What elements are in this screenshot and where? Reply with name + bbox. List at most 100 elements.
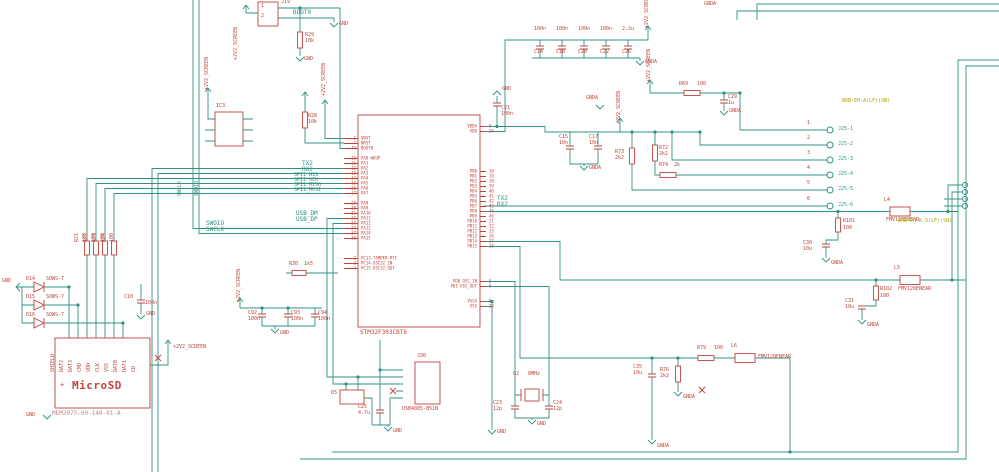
cap-c22-ref: C22 [600,49,610,55]
resistor-r102[interactable] [873,285,879,301]
wire-j26 [944,184,962,280]
cap-c20-ref: C20 [578,49,588,55]
microsd-body[interactable] [54,337,151,409]
ferrite-l4[interactable] [889,206,911,217]
gnda-label: GNDA [586,95,599,101]
resistor-r76[interactable] [675,365,681,383]
resistor-r29[interactable] [297,31,303,49]
resistor-r72-ref: R72 [659,145,669,151]
j26-pin[interactable] [962,196,968,202]
j26-pin[interactable] [962,182,968,188]
cap-c92-value: 100n [248,316,261,322]
usb-esd-body[interactable] [339,389,365,405]
diode-d15[interactable] [33,299,46,311]
mcu-value: STM32F303CBT6 [360,329,407,336]
resistor-r79-value: 100 [714,345,724,351]
resistor-r28-value: 10k [308,119,318,125]
resistor-r79[interactable] [697,355,715,361]
microsd-pin-vdd: VDD [86,362,92,372]
net-label-spi1-sck: SPI1_SCK [294,177,319,183]
cap-c31-value: 10u [845,304,855,310]
resistor-r22[interactable] [93,240,99,256]
gnd-arrow [821,257,831,263]
wire-vss [484,301,493,430]
cap-c25-value: 4.7u [358,410,371,416]
mcu-right-pin-numbers: 9 24 18 19 20 39 40 41 42 43 45 46 21 22… [489,124,494,309]
resistor-r73-ref: R73 [615,149,625,155]
resistor-r101-value: 100 [843,225,853,231]
power-label-2v2: +2V2_SCREEN [616,90,622,124]
wire-j25-stubs [484,129,827,207]
cap-c23-value: 12p [493,406,503,412]
j19-body[interactable] [257,1,279,27]
net-label-tx2: TX2 [302,160,313,167]
microsd-pin-shield: SHIELD [50,353,56,372]
wire-network [16,0,999,472]
microsd-pin-cd: CD [131,365,137,372]
gnd-arrow [270,328,280,334]
resistor-r73[interactable] [629,147,635,165]
power-label-2v2: +2V2_SCREEN [321,62,327,96]
wire-swd [192,0,344,234]
j25-pin[interactable] [826,202,834,210]
cap-c14-ref: C14 [534,49,544,55]
cap-c22-value: 100n [600,26,613,32]
crystal-body[interactable] [524,388,540,402]
ferrite-l5[interactable] [899,275,921,285]
j25-pin-number: 1 [807,120,811,126]
vcc-arrow [236,297,244,306]
gnd-arrow [487,429,497,435]
j25-pin[interactable] [826,126,834,134]
ferrite-l4-value: FMV120ENEAR [886,217,920,223]
resistor-r23[interactable] [102,240,108,256]
cap-c24-ref: C24 [553,400,563,406]
diode-d16[interactable] [33,317,46,329]
cap-c20-value: 100n [578,26,591,32]
microsd-pin-vss: VSS [104,362,110,372]
ic3-ref: IC3 [216,103,226,109]
j25-pin[interactable] [826,141,834,149]
resistor-r28[interactable] [302,111,308,129]
j25-pin[interactable] [826,171,834,179]
vcc-arrow [616,117,624,126]
junction-dots [67,6,954,454]
gnda-label: GNDA [683,394,696,400]
ic3-body[interactable] [214,111,244,147]
diode-d14-ref: D14 [26,276,36,282]
cap-c31-ref: C31 [845,298,855,304]
diode-d14[interactable] [33,281,46,293]
wire-cap-bank [484,34,649,132]
gnd-arrow [42,414,52,420]
mcu-left-pin-numbers: 1 7 44 10 11 12 13 14 15 16 17 29 30 31 … [351,136,356,271]
resistor-r22-ref: R22 [83,232,89,242]
resistor-r30-ref: R30 [289,261,299,267]
vcc-arrow [321,99,329,108]
wire-ferrite-c [484,246,791,452]
ferrite-l5-value: FMV120ENEAR [898,286,932,292]
j26-part-number: B4B-PH-K-S(LF)(SN) [898,218,953,224]
net-label-rx2-right: RX2 [497,201,508,208]
net-label-tx2-right: TX2 [497,195,508,202]
resistor-r69[interactable] [683,90,701,96]
cap-c10-ref: C10 [124,294,134,300]
gnd-label: GND [393,428,403,434]
gnda-label: GNDA [645,59,658,65]
ferrite-l6[interactable] [734,353,756,363]
resistor-r74[interactable] [659,172,677,178]
j25-pin[interactable] [826,186,834,194]
resistor-r21[interactable] [84,240,90,256]
gnd-label: GND [502,86,512,92]
resistor-r30[interactable] [291,270,307,276]
connector-pins [826,126,968,210]
resistor-r24[interactable] [111,240,117,256]
gnd-arrow [527,419,537,425]
usb-connector-body[interactable] [414,361,441,405]
j26-pin[interactable] [962,203,968,209]
resistor-r101[interactable] [835,217,841,233]
wire-ferrite-b [484,241,966,320]
resistor-r72[interactable] [652,144,658,162]
net-label-rx2: RX2 [302,166,313,173]
mcu-body[interactable] [357,114,481,328]
j25-pin[interactable] [826,156,834,164]
j26-pin[interactable] [962,189,968,195]
